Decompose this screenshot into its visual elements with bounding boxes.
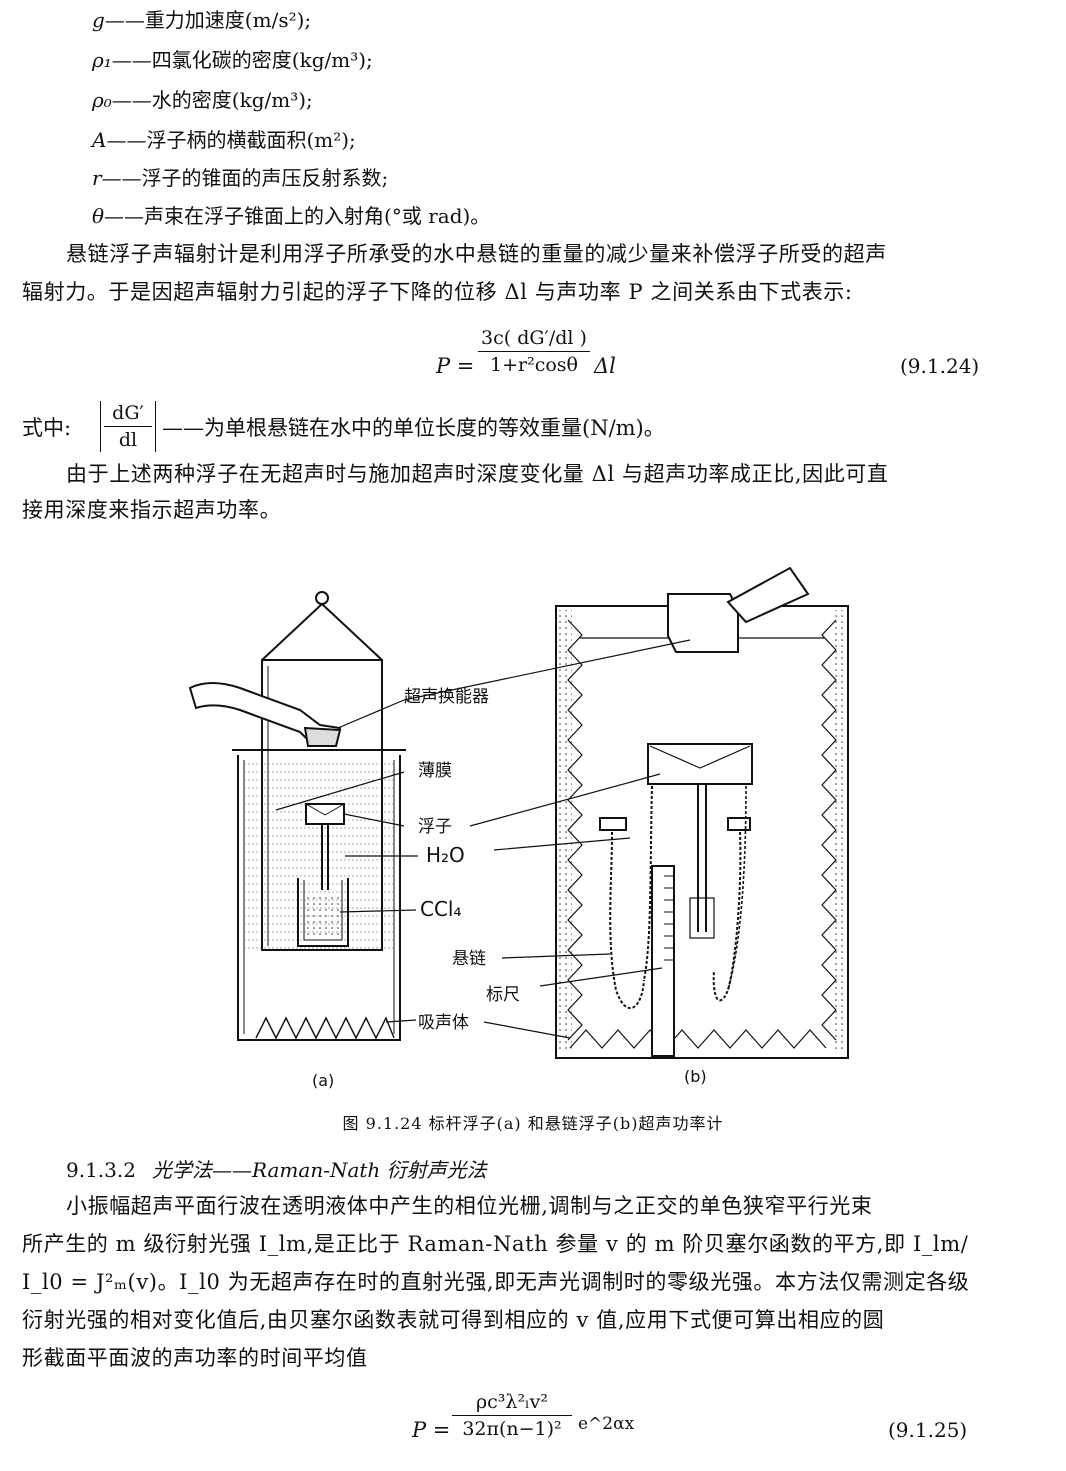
figure-caption: 图 9.1.24 标杆浮子(a) 和悬链浮子(b)超声功率计 bbox=[342, 1114, 724, 1133]
figure-a bbox=[188, 591, 406, 1041]
eq24-numerator: 3c( dG′/dl ) bbox=[481, 327, 587, 349]
where-fraction: dG′ dl bbox=[100, 401, 156, 452]
para3-line3: I_l0 = J²ₘ(v)。I_l0 为无超声存在时的直射光强,即无声光调制时的… bbox=[22, 1270, 970, 1294]
label-sub-b: (b) bbox=[684, 1067, 707, 1086]
para3-line1: 小振幅超声平面行波在透明液体中产生的相位光栅,调制与之正交的单色狭窄平行光束 bbox=[66, 1194, 873, 1218]
para3-line4: 衍射光强的相对变化值后,由贝塞尔函数表就可得到相应的 v 值,应用下式便可算出相… bbox=[22, 1308, 885, 1332]
para2-line2: 接用深度来指示超声功率。 bbox=[22, 498, 282, 522]
figure-b bbox=[555, 566, 849, 1059]
label-ccl4: CCl₄ bbox=[420, 897, 462, 921]
figure-ultrasonic-power-meters: 超声换能器 薄膜 浮子 H₂O CCl₄ 悬链 标尺 吸声体 (a) (b) bbox=[188, 566, 849, 1090]
label-absorber: 吸声体 bbox=[418, 1013, 469, 1033]
def-rho1: ρ₁——四氯化碳的密度(kg/m³); bbox=[92, 48, 373, 72]
label-float: 浮子 bbox=[418, 817, 452, 837]
eq24-denominator: 1+r²cosθ bbox=[490, 354, 578, 376]
eq24-fraction-bar bbox=[478, 351, 590, 352]
where-text: ——为单根悬链在水中的单位长度的等效重量(N/m)。 bbox=[162, 416, 665, 440]
para1-line2: 辐射力。于是因超声辐射力引起的浮子下降的位移 Δl 与声功率 P 之间关系由下式… bbox=[22, 280, 853, 304]
def-g: g——重力加速度(m/s²); bbox=[92, 8, 312, 32]
eq25-lhs: P = bbox=[412, 1418, 451, 1442]
eq24-fraction: 3c( dG′/dl ) 1+r²cosθ bbox=[478, 326, 590, 377]
para3-line2: 所产生的 m 级衍射光强 I_lm,是正比于 Raman-Nath 参量 v 的… bbox=[22, 1232, 969, 1256]
label-sub-a: (a) bbox=[312, 1071, 334, 1090]
section-heading: 9.1.3.2 光学法——Raman-Nath 衍射声光法 bbox=[66, 1154, 487, 1183]
eq25-denominator: 32π(n−1)² bbox=[462, 1418, 562, 1440]
eq25-fraction-bar bbox=[452, 1415, 572, 1416]
eq24-tail: Δl bbox=[594, 354, 616, 378]
label-chain: 悬链 bbox=[452, 949, 486, 969]
eq24-lhs: P = bbox=[436, 354, 475, 378]
eq25-tail: e^2αx bbox=[578, 1414, 635, 1434]
eq25-number: (9.1.25) bbox=[888, 1418, 968, 1442]
section-number: 9.1.3.2 bbox=[66, 1158, 136, 1182]
def-rho0: ρ₀——水的密度(kg/m³); bbox=[92, 88, 313, 112]
def-theta: θ——声束在浮子锥面上的入射角(°或 rad)。 bbox=[92, 204, 491, 228]
eq25-fraction: ρc³λ²ₗv² 32π(n−1)² bbox=[452, 1390, 572, 1441]
def-a: A——浮子柄的横截面积(m²); bbox=[92, 128, 356, 152]
where-prefix: 式中: bbox=[22, 416, 72, 440]
eq25-numerator: ρc³λ²ₗv² bbox=[475, 1391, 549, 1413]
para2-line1: 由于上述两种浮子在无超声时与施加超声时深度变化量 Δl 与超声功率成正比,因此可… bbox=[66, 462, 889, 486]
label-transducer: 超声换能器 bbox=[404, 687, 489, 707]
label-membrane: 薄膜 bbox=[418, 761, 452, 781]
label-water: H₂O bbox=[426, 843, 465, 867]
def-r: r——浮子的锥面的声压反射系数; bbox=[92, 166, 389, 190]
section-title: 光学法——Raman-Nath 衍射声光法 bbox=[151, 1158, 487, 1182]
para3-line5: 形截面平面波的声功率的时间平均值 bbox=[22, 1346, 368, 1370]
eq24-number: (9.1.24) bbox=[900, 354, 980, 378]
para1-line1: 悬链浮子声辐射计是利用浮子所承受的水中悬链的重量的减少量来补偿浮子所受的超声 bbox=[66, 242, 887, 266]
label-scale: 标尺 bbox=[486, 985, 520, 1005]
